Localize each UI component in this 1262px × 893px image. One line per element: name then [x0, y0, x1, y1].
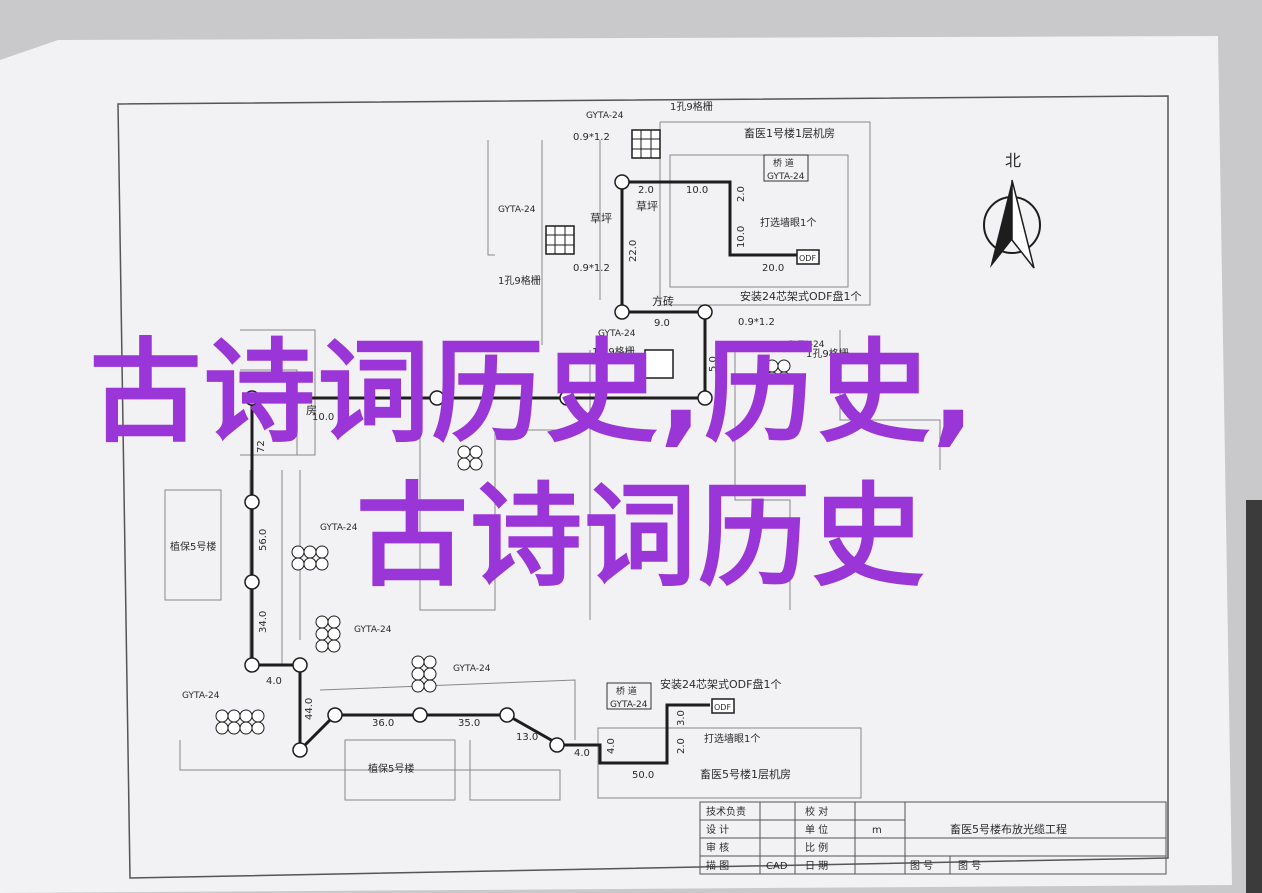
room-top: 畜医1号楼1层机房	[744, 126, 835, 140]
gyta-d: GYTA-24	[787, 340, 825, 350]
dist-10-0c: 10.0	[312, 412, 334, 423]
tb-r2c2: 单 位	[805, 823, 828, 836]
dist-34-0: 34.0	[258, 611, 269, 633]
north-label: 北	[1005, 151, 1021, 170]
odf-box-bottom	[711, 698, 735, 714]
odf-bottom-label: 安装24芯架式ODF盘1个	[660, 677, 781, 691]
wall-bottom-label: 打选墙眼1个	[704, 732, 760, 745]
manhole-symbols	[244, 174, 713, 758]
dist-3-0: 3.0	[676, 710, 687, 726]
place-left-room: 房	[306, 404, 317, 417]
tb-r2c1: 设 计	[706, 823, 729, 836]
spec-3: 0.9*1.2	[738, 317, 775, 328]
tb-r3c2: 比 例	[805, 841, 828, 854]
wall-top-label: 打选墙眼1个	[760, 216, 816, 229]
dist-50-0: 50.0	[632, 770, 654, 781]
room-bottom-mid: 植保5号楼	[368, 762, 414, 775]
room-left: 植保5号楼	[170, 540, 216, 553]
dist-4-0a: 4.0	[266, 676, 282, 687]
tray-top-1: 桥 道	[773, 157, 794, 169]
tb-r4c1: 描 图	[706, 859, 729, 872]
paper-sheet	[0, 36, 1232, 893]
tb-r1c1: 技术负责	[706, 805, 746, 818]
dist-35-0: 35.0	[458, 718, 480, 729]
duct-clusters	[215, 359, 791, 735]
tb-r3c1: 审 核	[706, 841, 729, 854]
gyta-f: GYTA-24	[453, 664, 491, 674]
dist-10-0a: 10.0	[686, 185, 708, 196]
dist-36-0: 36.0	[372, 718, 394, 729]
dist-2-0c: 2.0	[676, 738, 687, 754]
pipe-2: 1孔9格栅	[498, 274, 541, 287]
odf-box-label-bottom: ODF	[714, 703, 731, 712]
dist-20-0: 20.0	[762, 263, 784, 274]
tb-r4c3: 图 号	[910, 860, 933, 872]
tb-r4c4: 图 号	[958, 860, 981, 872]
dist-10-0b: 10.0	[736, 226, 747, 248]
room-bottom: 畜医5号楼1层机房	[700, 767, 791, 781]
dist-13-0: 13.0	[516, 732, 538, 743]
gyta-a: GYTA-24	[586, 111, 624, 121]
dist-22-0: 22.0	[628, 240, 639, 262]
dist-44-0: 44.0	[304, 698, 315, 720]
tb-r2c3: m	[872, 825, 882, 836]
dist-72: 72	[256, 440, 267, 453]
tray-bot-2: GYTA-24	[610, 700, 648, 710]
pipe-1: 1孔9格栅	[670, 100, 713, 113]
overlay-title-line1: 古诗词历史,历史,	[89, 328, 977, 458]
overlay-title-line2: 古诗词历史	[356, 472, 926, 602]
odf-top-label: 安装24芯架式ODF盘1个	[740, 289, 861, 303]
dist-2-0: 2.0	[638, 185, 654, 196]
gyta-c: GYTA-24	[598, 329, 636, 339]
dist-4-0b: 4.0	[574, 748, 590, 759]
dist-4-0c: 4.0	[606, 738, 617, 754]
tray-top-2: GYTA-24	[767, 172, 805, 182]
tb-r1c2: 校 对	[805, 805, 828, 818]
pipe-grids	[545, 129, 674, 379]
gyta-b: GYTA-24	[498, 205, 536, 215]
gyta-e: GYTA-24	[354, 625, 392, 635]
dist-5-0: 5.0	[708, 356, 719, 372]
place-grass: 草坪	[590, 212, 612, 225]
tray-bot-1: 桥 道	[616, 685, 637, 697]
tb-r4c2: 日 期	[805, 860, 828, 872]
place-square: 方砖	[652, 294, 674, 308]
pipe-3: 1孔9格栅	[592, 345, 635, 358]
gyta-h: GYTA-24	[320, 523, 358, 533]
odf-box-label-top: ODF	[799, 254, 816, 263]
pipe-4: 1孔9格栅	[806, 347, 849, 360]
tb-project: 畜医5号楼布放光缆工程	[950, 822, 1067, 836]
drawing-frame	[117, 95, 1169, 879]
tb-r4c1b: CAD	[766, 861, 788, 872]
north-arrow-icon	[983, 179, 1041, 269]
spec-2: 0.9*1.2	[573, 263, 610, 274]
gyta-g: GYTA-24	[182, 691, 220, 701]
place-grass2: 草坪	[636, 200, 658, 213]
dist-56-0: 56.0	[258, 529, 269, 551]
dist-9-0: 9.0	[654, 318, 670, 329]
spec-1: 0.9*1.2	[573, 132, 610, 143]
odf-box-top	[796, 249, 820, 265]
dist-2-0b: 2.0	[736, 186, 747, 202]
title-block	[699, 801, 1167, 875]
